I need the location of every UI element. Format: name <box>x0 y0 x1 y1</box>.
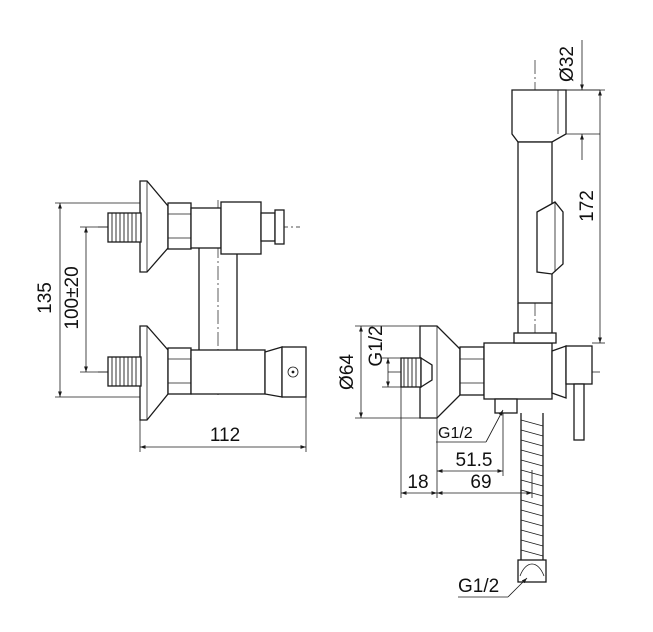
leader-hose-thread: G1/2 <box>458 576 528 598</box>
dimension-135: 135 <box>35 202 140 398</box>
label-inlet-thread: G1/2 <box>366 325 387 366</box>
dimension-51-5: 51.5 <box>437 450 503 473</box>
label-diameter-32: Ø32 <box>557 46 578 82</box>
thread-lines-lower <box>111 357 137 386</box>
dimension-112: 112 <box>139 397 307 452</box>
label-hose-thread: G1/2 <box>458 576 499 597</box>
valve-body <box>459 342 593 441</box>
leader-outlet-thread: G1/2 <box>436 409 504 443</box>
thread-lines-upper <box>111 213 137 242</box>
label-69: 69 <box>470 472 491 493</box>
dimension-diameter-64: Ø64 <box>337 325 420 419</box>
label-172: 172 <box>577 190 598 222</box>
label-outlet-thread: G1/2 <box>438 425 473 442</box>
dimension-inlet-thread: G1/2 <box>366 325 401 388</box>
front-view: 135 100±20 112 <box>35 180 307 452</box>
hose <box>517 413 547 583</box>
side-view: Ø32 172 Ø64 G1/2 G1/2 <box>337 40 605 598</box>
label-51-5: 51.5 <box>456 450 493 471</box>
label-135: 135 <box>35 282 56 314</box>
lower-connection <box>107 325 307 421</box>
dimension-100: 100±20 <box>62 226 108 373</box>
label-100-pm-20: 100±20 <box>62 266 83 329</box>
dimension-172: 172 <box>566 89 605 344</box>
upper-connection <box>107 180 285 273</box>
label-18: 18 <box>407 472 428 493</box>
handle-holder <box>513 303 557 344</box>
label-diameter-64: Ø64 <box>337 354 358 390</box>
connecting-pipe <box>198 248 238 350</box>
label-112: 112 <box>210 425 240 446</box>
dimension-69: 69 <box>437 472 532 495</box>
inlet-thread <box>400 356 433 389</box>
hand-shower <box>511 89 567 304</box>
dimension-18: 18 <box>401 472 437 495</box>
